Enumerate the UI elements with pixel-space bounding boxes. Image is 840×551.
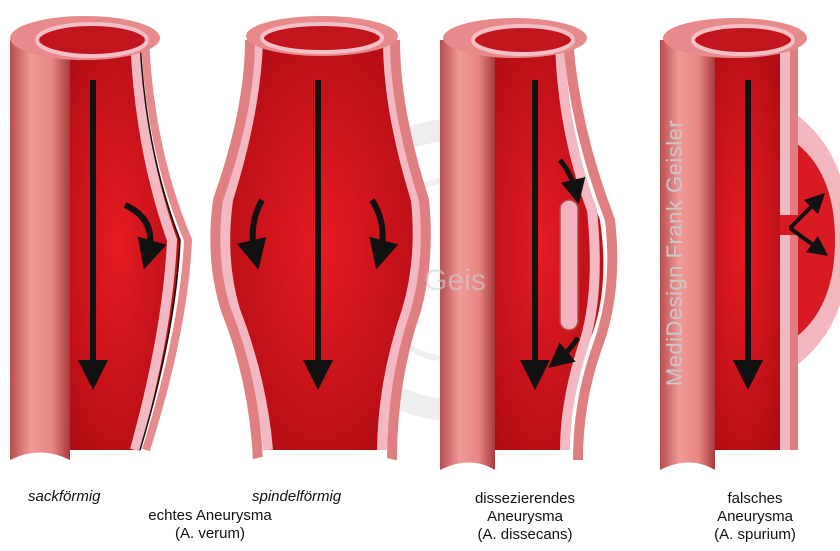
label-dissecting-2: Aneurysma (445, 508, 605, 526)
vessel-saccular (10, 16, 188, 460)
watermark-credit-text: MediDesign Frank Geisler (662, 63, 688, 443)
label-true-aneurysm: echtes Aneurysma (120, 507, 300, 525)
label-false-latin: (A. spurium) (680, 526, 830, 544)
label-false-1: falsches (680, 490, 830, 508)
vessel-dissecting (440, 18, 612, 470)
label-saccular: sackförmig (28, 488, 101, 506)
label-fusiform: spindelförmig (252, 488, 341, 506)
label-dissecting-1: dissezierendes (445, 490, 605, 508)
label-dissecting-latin: (A. dissecans) (445, 526, 605, 544)
label-true-aneurysm-latin: (A. verum) (120, 525, 300, 543)
vessel-fusiform (215, 16, 425, 470)
watermark-credit: MediDesign Frank Geisler (655, 60, 677, 440)
watermark-stamp-text: Geis (424, 264, 486, 297)
label-false-2: Aneurysma (680, 508, 830, 526)
